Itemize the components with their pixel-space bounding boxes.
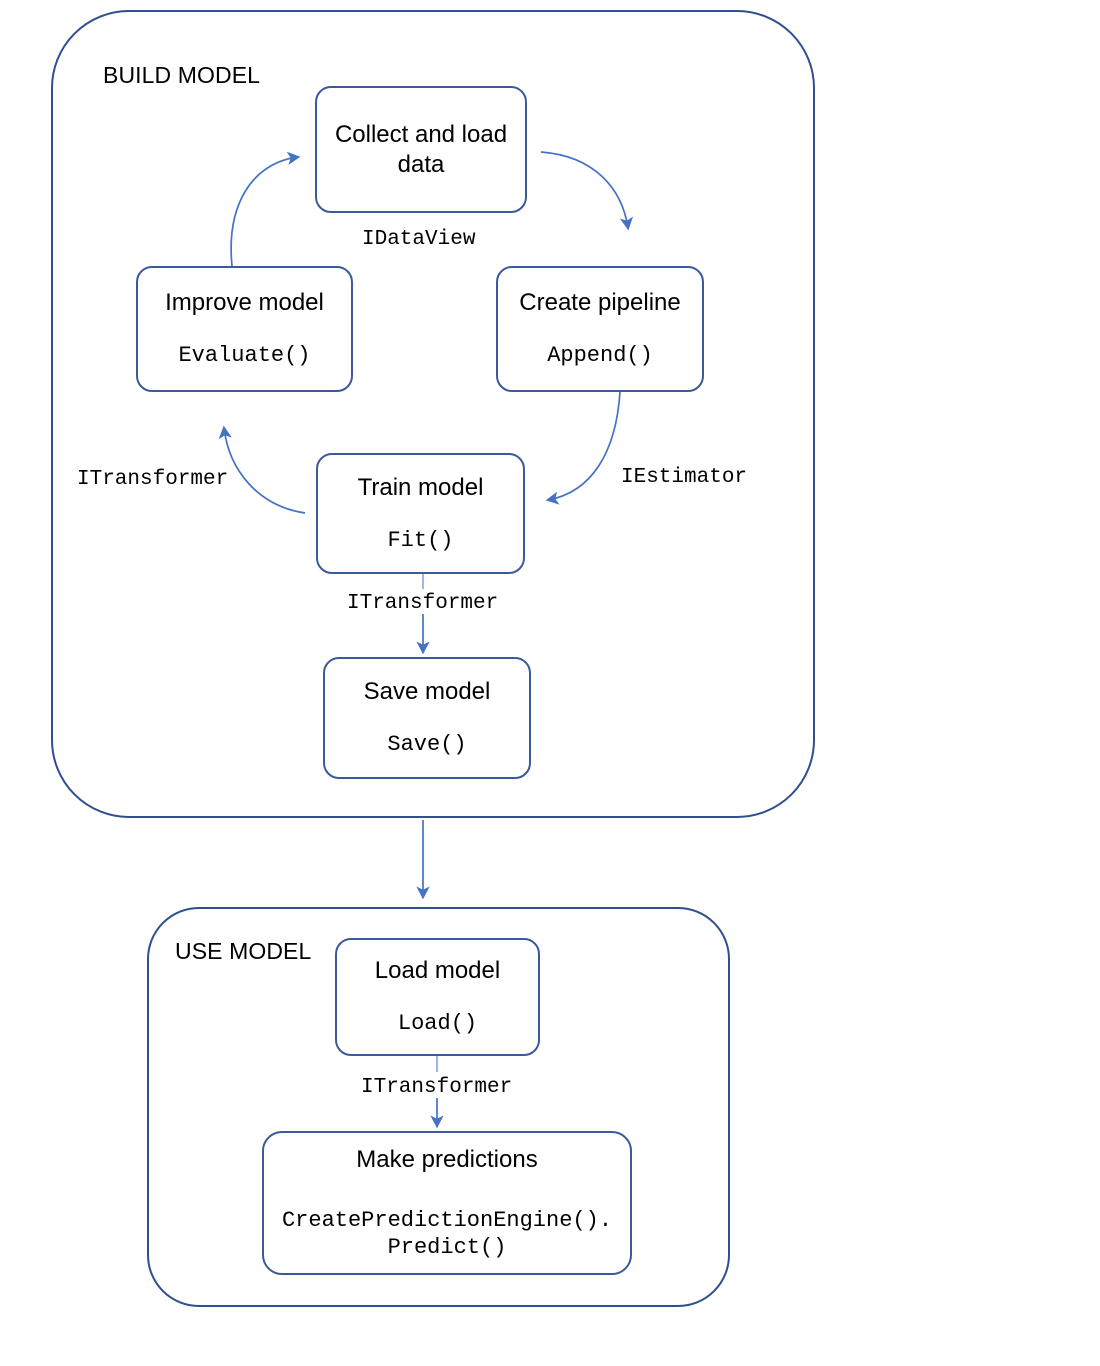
node-improve-title: Improve model (165, 289, 324, 317)
node-load-api: Load() (397, 1011, 478, 1037)
node-pipeline-title: Create pipeline (519, 289, 681, 317)
node-collect-and-load-data[interactable]: Collect and load data (315, 86, 527, 213)
node-save-model[interactable]: Save model Save() (323, 657, 531, 779)
edge-label-idataview: IDataView (362, 228, 476, 251)
group-use-model-label: USE MODEL (175, 938, 312, 964)
group-build-model (51, 10, 815, 818)
node-save-title: Save model (363, 678, 491, 706)
group-build-model-label: BUILD MODEL (103, 62, 261, 88)
node-load-model[interactable]: Load model Load() (335, 938, 540, 1056)
node-train-title: Train model (357, 473, 484, 501)
edge-label-iestimator: IEstimator (621, 466, 748, 489)
node-collect-title: Collect and load data (334, 121, 508, 178)
node-save-api: Save() (387, 732, 467, 758)
node-improve-api: Evaluate() (178, 343, 311, 369)
node-improve-model[interactable]: Improve model Evaluate() (136, 266, 353, 392)
node-train-api: Fit() (387, 527, 454, 553)
edge-label-itransformer-predict: ITransformer (361, 1076, 513, 1099)
node-load-title: Load model (374, 957, 501, 985)
edge-label-itransformer-improve: ITransformer (77, 468, 229, 491)
node-predict-title: Make predictions (356, 1145, 538, 1173)
group-use-model (147, 907, 730, 1307)
edge-label-itransformer-save: ITransformer (347, 592, 499, 615)
node-pipeline-api: Append() (547, 343, 653, 369)
node-predict-api: CreatePredictionEngine(). Predict() (281, 1208, 613, 1260)
node-train-model[interactable]: Train model Fit() (316, 453, 525, 574)
node-make-predictions[interactable]: Make predictions CreatePredictionEngine(… (262, 1131, 632, 1275)
node-create-pipeline[interactable]: Create pipeline Append() (496, 266, 704, 392)
